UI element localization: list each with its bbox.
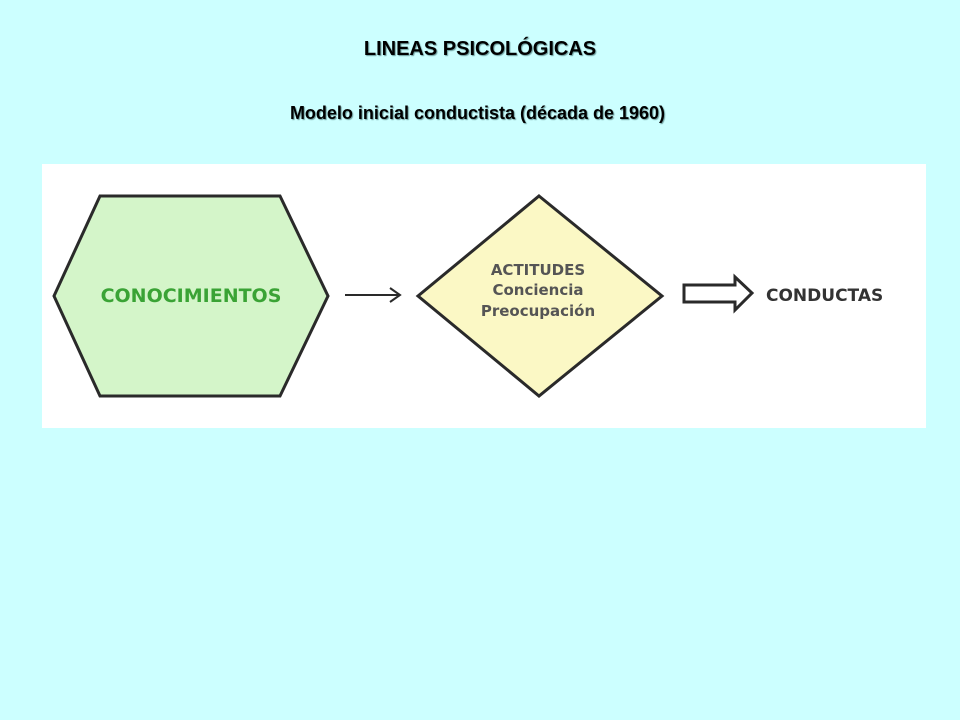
node-actitudes-line-3: Preocupación	[481, 302, 595, 320]
diagram-panel: CONOCIMIENTOS ACTITUDES Conciencia Preoc…	[42, 164, 926, 428]
node-actitudes-line-1: ACTITUDES	[491, 261, 585, 279]
diagram-canvas: CONOCIMIENTOS ACTITUDES Conciencia Preoc…	[52, 194, 883, 398]
edge-conocimientos-actitudes	[345, 287, 402, 303]
slide-subtitle: Modelo inicial conductista (década de 19…	[289, 103, 666, 123]
edge-actitudes-conductas	[682, 273, 755, 314]
node-actitudes-shape	[415, 194, 665, 398]
node-conductas-label: CONDUCTAS	[766, 286, 883, 306]
node-conocimientos-label: CONOCIMIENTOS	[101, 285, 282, 307]
slide-title: LINEAS PSICOLÓGICAS	[363, 38, 597, 60]
node-actitudes-line-2: Conciencia	[492, 281, 583, 299]
node-conocimientos-shape	[52, 194, 330, 398]
